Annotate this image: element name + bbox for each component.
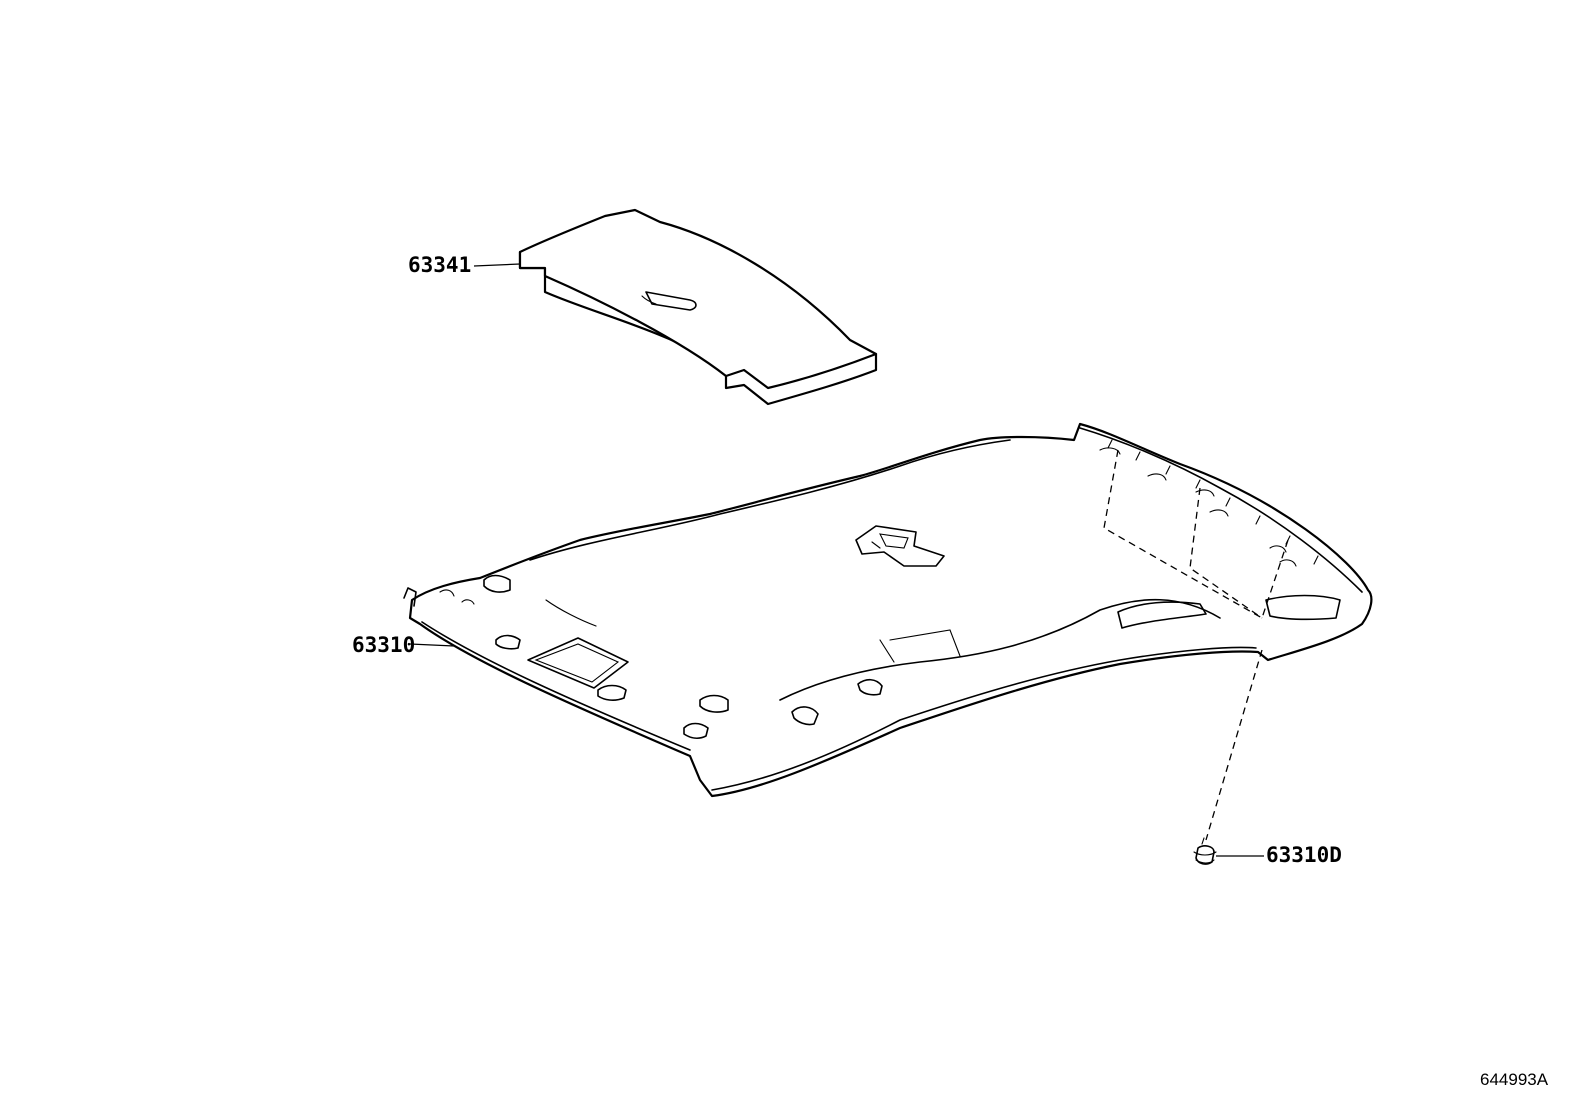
leader-63341	[473, 263, 521, 267]
visor-pocket-left-inner	[495, 634, 521, 650]
insulator-slot	[645, 291, 697, 311]
part-number-63341[interactable]: 63341	[408, 253, 471, 277]
headliner-center-trough	[779, 598, 1221, 701]
leader-63310	[409, 643, 455, 647]
rear-handle-pocket-center	[857, 678, 883, 696]
diagram-code: 644993A	[1480, 1070, 1549, 1089]
headliner-illustration	[403, 422, 1373, 798]
clip-illustration	[1193, 837, 1217, 865]
rear-clip-holes	[1099, 447, 1297, 567]
roof-insulator-illustration	[518, 208, 878, 406]
headliner-rear-ribs	[1107, 439, 1319, 565]
clip-flange	[1193, 837, 1217, 864]
insulator-top-face	[518, 208, 878, 390]
clip-drop-line	[1205, 649, 1263, 841]
headliner-front-rim	[421, 621, 1257, 791]
rear-handle-pocket-left	[791, 706, 819, 726]
assembly-lines	[1103, 449, 1289, 841]
clip-position-box	[1103, 449, 1289, 619]
clip-position-box-top	[1189, 487, 1263, 619]
insulator-slot-edge	[641, 295, 657, 305]
rear-corner-recess	[1265, 594, 1341, 621]
visor-pocket-right-outer	[699, 694, 729, 713]
front-edge-tabs	[439, 589, 597, 627]
headliner-outer-edge	[408, 422, 1373, 798]
headliner-left-tab	[403, 587, 417, 607]
headliner-rear-rim	[1079, 427, 1363, 593]
headliner-side-rail	[529, 439, 1011, 561]
front-console-inner	[534, 643, 620, 683]
headliner-center-fold	[879, 629, 961, 663]
part-number-63310D[interactable]: 63310D	[1266, 843, 1342, 867]
dome-lamp-bracket	[855, 525, 945, 567]
grab-handle-pocket-right	[597, 684, 627, 701]
part-number-63310[interactable]: 63310	[352, 633, 415, 657]
dome-lamp-bracket-detail	[871, 533, 909, 549]
front-console-opening	[527, 637, 629, 689]
visor-pocket-left-outer	[483, 574, 511, 593]
rear-lamp-opening	[1117, 601, 1207, 629]
grab-handle-pocket-front	[683, 722, 709, 739]
